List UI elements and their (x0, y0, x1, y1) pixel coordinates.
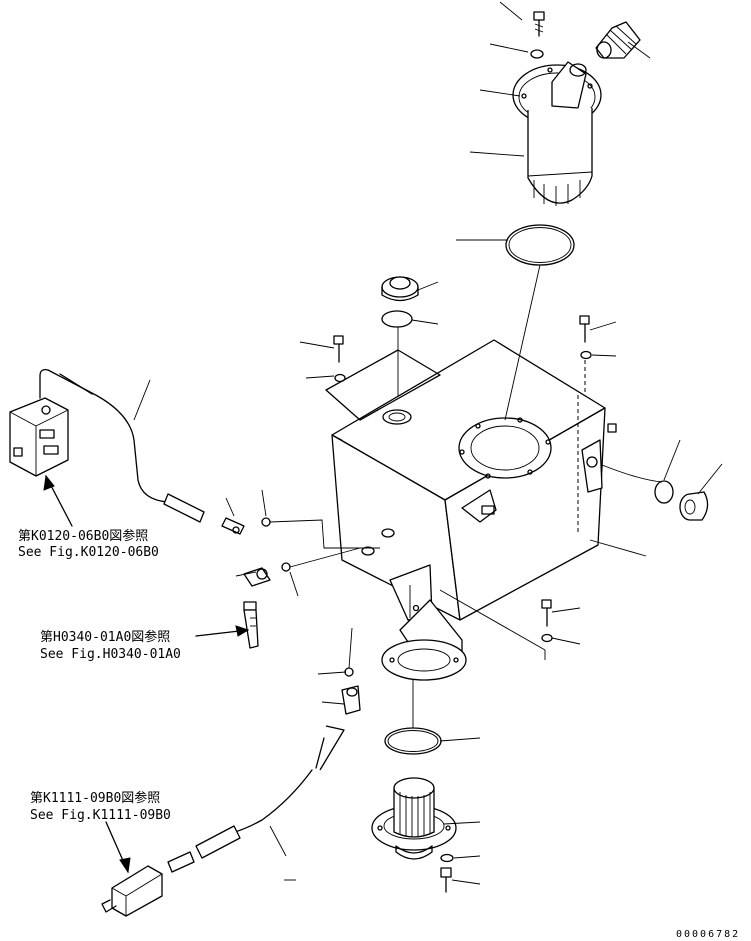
bolt-left-upper (333, 335, 344, 363)
hydraulic-hose-lower (195, 725, 345, 859)
reference-1-en: See Fig.K0120-06B0 (18, 545, 159, 560)
suction-strainer (371, 777, 457, 860)
suction-o-ring (384, 727, 442, 755)
reference-3-en: See Fig.K1111-09B0 (30, 808, 171, 823)
bolt-right-upper (579, 315, 590, 343)
hydraulic-hose-upper (39, 368, 205, 523)
bolt-right-lower (541, 599, 552, 627)
leader-lines (133, 1, 723, 885)
top-bolt (533, 11, 545, 37)
sheet-number: 00006782 (676, 929, 741, 940)
reference-2-jp: 第H0340-01A0図参照 (40, 630, 171, 645)
oil-filler-cap (381, 276, 419, 302)
suction-elbow (381, 599, 467, 681)
plug-upper (261, 517, 271, 527)
breather-cap (595, 21, 641, 59)
valve-block-lower (101, 865, 163, 917)
fitting-lower (167, 851, 195, 873)
cap-gasket (381, 310, 413, 328)
top-washer (530, 49, 544, 59)
valve-block-upper (9, 397, 69, 477)
washer-right-lower (541, 633, 553, 643)
hose-fitting-middle (243, 601, 259, 649)
filter-case (527, 108, 593, 206)
reference-arrows (43, 474, 250, 874)
reference-3-jp: 第K1111-09B0図参照 (30, 791, 161, 806)
elbow-fitting-middle (243, 567, 271, 587)
elbow-fitting-lower (341, 685, 361, 715)
plug-lower (344, 667, 354, 677)
reference-2-en: See Fig.H0340-01A0 (40, 647, 181, 662)
gauge-o-ring (654, 480, 674, 504)
strainer-washer (440, 853, 454, 863)
strainer-bolt (440, 867, 452, 893)
hydraulic-tank (325, 339, 617, 660)
reference-1-jp: 第K0120-06B0図参照 (18, 529, 149, 544)
washer-right-upper (580, 350, 592, 360)
fitting-upper (221, 517, 245, 535)
sight-gauge-plug (679, 491, 709, 521)
plug-middle (281, 562, 291, 572)
filter-o-ring (505, 224, 575, 266)
